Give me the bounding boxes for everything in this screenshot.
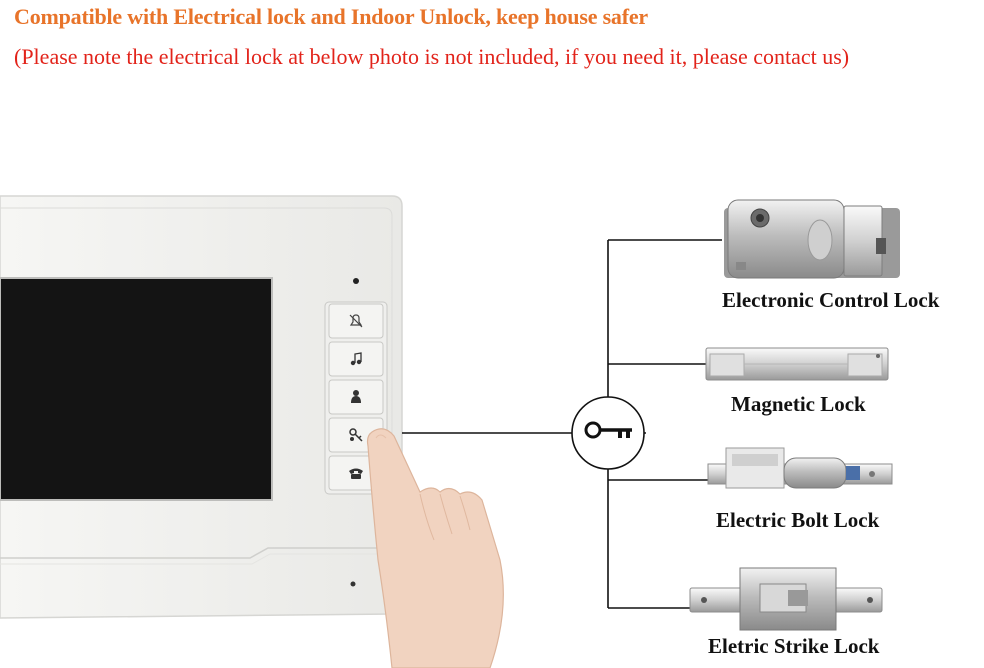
button-music[interactable]: [328, 341, 384, 377]
key-icon: [584, 421, 632, 439]
indoor-monitor: [0, 195, 403, 619]
hand-illustration: [366, 428, 504, 668]
headline: Compatible with Electrical lock and Indo…: [14, 4, 648, 29]
electric-strike-lock-icon: [689, 567, 883, 631]
microphone-hole: [350, 581, 356, 587]
lock-label-electric-strike: Eletric Strike Lock: [708, 634, 880, 658]
telephone-icon: [349, 468, 363, 479]
lock-label-electronic-control: Electronic Control Lock: [722, 288, 940, 312]
lock-label-magnetic: Magnetic Lock: [731, 392, 866, 416]
magnetic-lock-icon: [705, 347, 889, 381]
button-person[interactable]: [328, 379, 384, 415]
electronic-control-lock-icon: [724, 199, 900, 279]
led-indicator: [353, 278, 359, 284]
monitor-screen: [0, 277, 273, 501]
note-text: (Please note the electrical lock at belo…: [14, 44, 850, 69]
bell-mute-icon: [349, 314, 363, 328]
button-bell-mute[interactable]: [328, 303, 384, 339]
lock-label-electric-bolt: Electric Bolt Lock: [716, 508, 880, 532]
unlock-key-icon: [349, 428, 363, 442]
music-note-icon: [350, 352, 362, 366]
person-icon: [351, 390, 361, 403]
electric-bolt-lock-icon: [707, 447, 893, 489]
key-hub: [571, 396, 645, 470]
